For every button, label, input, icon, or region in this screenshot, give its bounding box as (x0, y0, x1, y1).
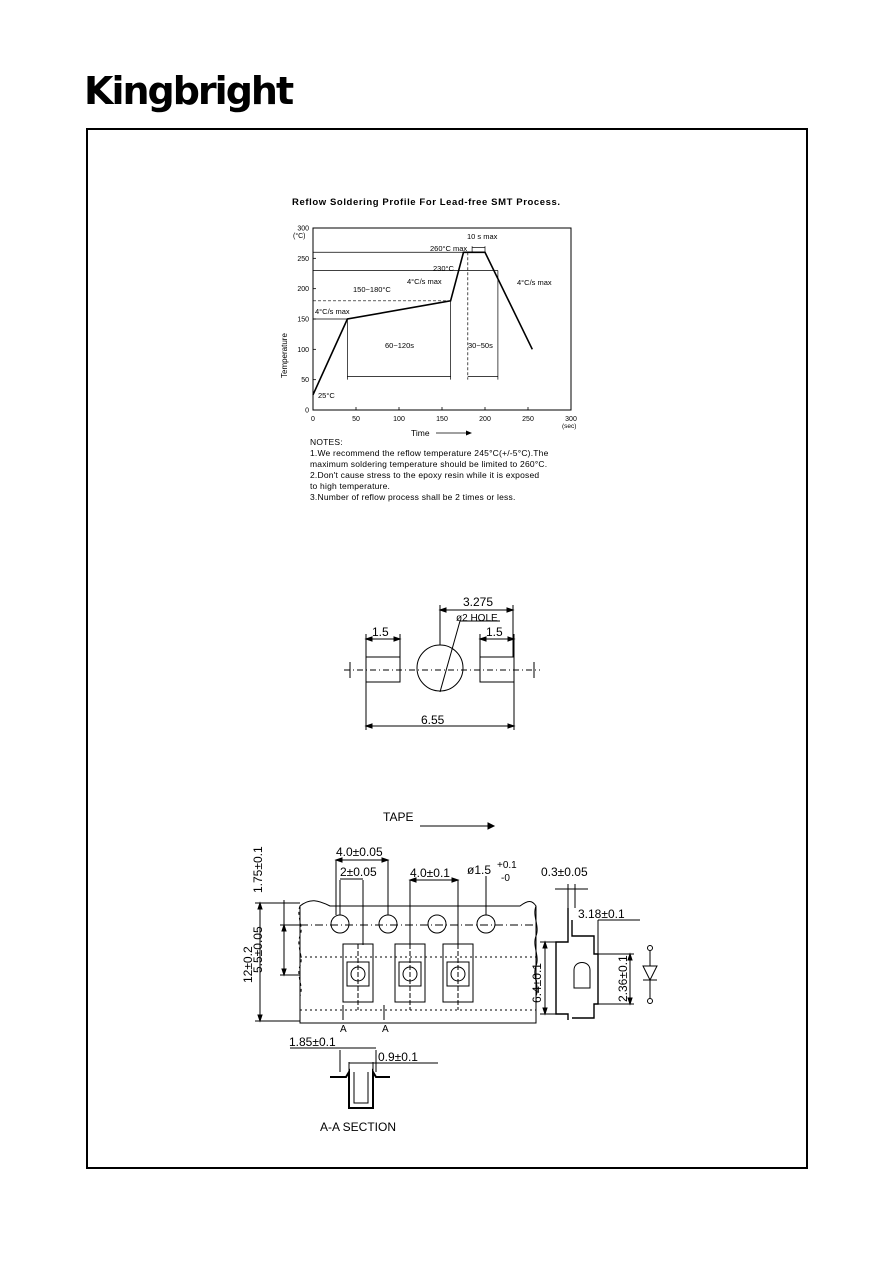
note-line-1: 1.We recommend the reflow temperature 24… (310, 448, 549, 458)
annot-260: 260°C max (430, 244, 467, 253)
dim-hole-tol-plus: +0.1 (497, 860, 517, 871)
dim-width: 12±0.2 (241, 946, 255, 983)
annot-ramp-mid: 4°C/s max (407, 277, 442, 286)
y-tick-label: 0 (305, 408, 309, 415)
y-tick-label: 250 (297, 256, 309, 263)
tape-title: TAPE (383, 810, 413, 824)
x-tick-label: 200 (479, 416, 491, 423)
dim-pocket-depth: 2.36±0.1 (616, 955, 630, 1002)
x-tick-label: 300 (565, 416, 577, 423)
note-line-5: 3.Number of reflow process shall be 2 ti… (310, 492, 516, 502)
dim-total: 3.275 (463, 595, 493, 609)
annot-soak-time: 60~120s (385, 341, 414, 350)
y-tick-label: 300 (297, 226, 309, 233)
x-label-arrowhead (466, 430, 472, 436)
note-line-2: maximum soldering temperature should be … (310, 459, 548, 469)
annot-ramp-start: 4°C/s max (315, 307, 350, 316)
section-mark-a: A (382, 1024, 389, 1035)
dim-left-pad: 1.5 (372, 625, 389, 639)
dim-pitch-a: 4.0±0.05 (336, 845, 383, 859)
x-tick-label: 100 (393, 416, 405, 423)
y-tick-label: 100 (297, 347, 309, 354)
content-frame (86, 128, 808, 1169)
dim-edge: 1.75±0.1 (251, 846, 265, 893)
annot-ramp-down: 4°C/s max (517, 278, 552, 287)
chart-guides (313, 246, 499, 380)
dim-half-pitch: 2±0.05 (340, 865, 377, 879)
dim-center: 5.5±0.05 (251, 926, 265, 973)
section-title: A-A SECTION (320, 1120, 396, 1134)
y-axis-unit: (°C) (293, 232, 306, 240)
y-tick-label: 200 (297, 286, 309, 293)
note-line-3: 2.Don't cause stress to the epoxy resin … (310, 470, 540, 480)
dim-pocket-length: 6.4±0.1 (530, 963, 544, 1003)
chart-title: Reflow Soldering Profile For Lead-free S… (292, 197, 561, 208)
chart-ticks: 0 50 100 150 200 250 300 0 50 100 150 200 250 300 (297, 226, 577, 424)
x-tick-label: 250 (522, 416, 534, 423)
chart-annotations: 260°C max 230°C 150~180°C 4°C/s max 4°C/… (315, 232, 552, 400)
x-axis-label: Time (411, 428, 430, 438)
dim-hole: ø2 HOLE (456, 613, 498, 624)
dim-thickness: 0.3±0.05 (541, 865, 588, 879)
notes-heading: NOTES: (310, 437, 343, 447)
annot-start-temp: 25°C (318, 391, 335, 400)
annot-peak-time: 10 s max (467, 232, 498, 241)
section-aa-profile (330, 1068, 390, 1109)
diode-symbol-icon (642, 945, 658, 1004)
dim-span: 6.55 (421, 713, 445, 727)
note-line-4: to high temperature. (310, 481, 391, 491)
pocket-1 (342, 943, 374, 1010)
dim-hole-dia: ø1.5 (467, 863, 491, 877)
dim-pitch-b: 4.0±0.1 (410, 866, 450, 880)
y-axis-label: Temperature (280, 333, 289, 378)
reflow-notes: NOTES: 1.We recommend the reflow tempera… (310, 437, 549, 503)
dim-right-pad: 1.5 (486, 625, 503, 639)
sprocket-hole (427, 914, 447, 934)
x-axis-unit: (sec) (562, 423, 576, 430)
dim-section-2: 0.9±0.1 (378, 1050, 418, 1064)
dim-pocket-width: 3.18±0.1 (578, 907, 625, 921)
annot-150-180: 150~180°C (353, 285, 391, 294)
y-tick-label: 50 (301, 377, 309, 384)
x-tick-label: 50 (352, 416, 360, 423)
dim-hole-tol-minus: -0 (501, 873, 510, 884)
x-tick-label: 150 (436, 416, 448, 423)
kingbright-logo: Kingbright (84, 69, 294, 113)
annot-230: 230°C (433, 264, 455, 273)
y-tick-label: 150 (297, 317, 309, 324)
dim-section-1: 1.85±0.1 (289, 1035, 336, 1049)
x-tick-label: 0 (311, 416, 315, 423)
reflow-profile-line (312, 251, 534, 396)
annot-above-230: 30~50s (468, 341, 493, 350)
section-mark-a: A (340, 1024, 347, 1035)
